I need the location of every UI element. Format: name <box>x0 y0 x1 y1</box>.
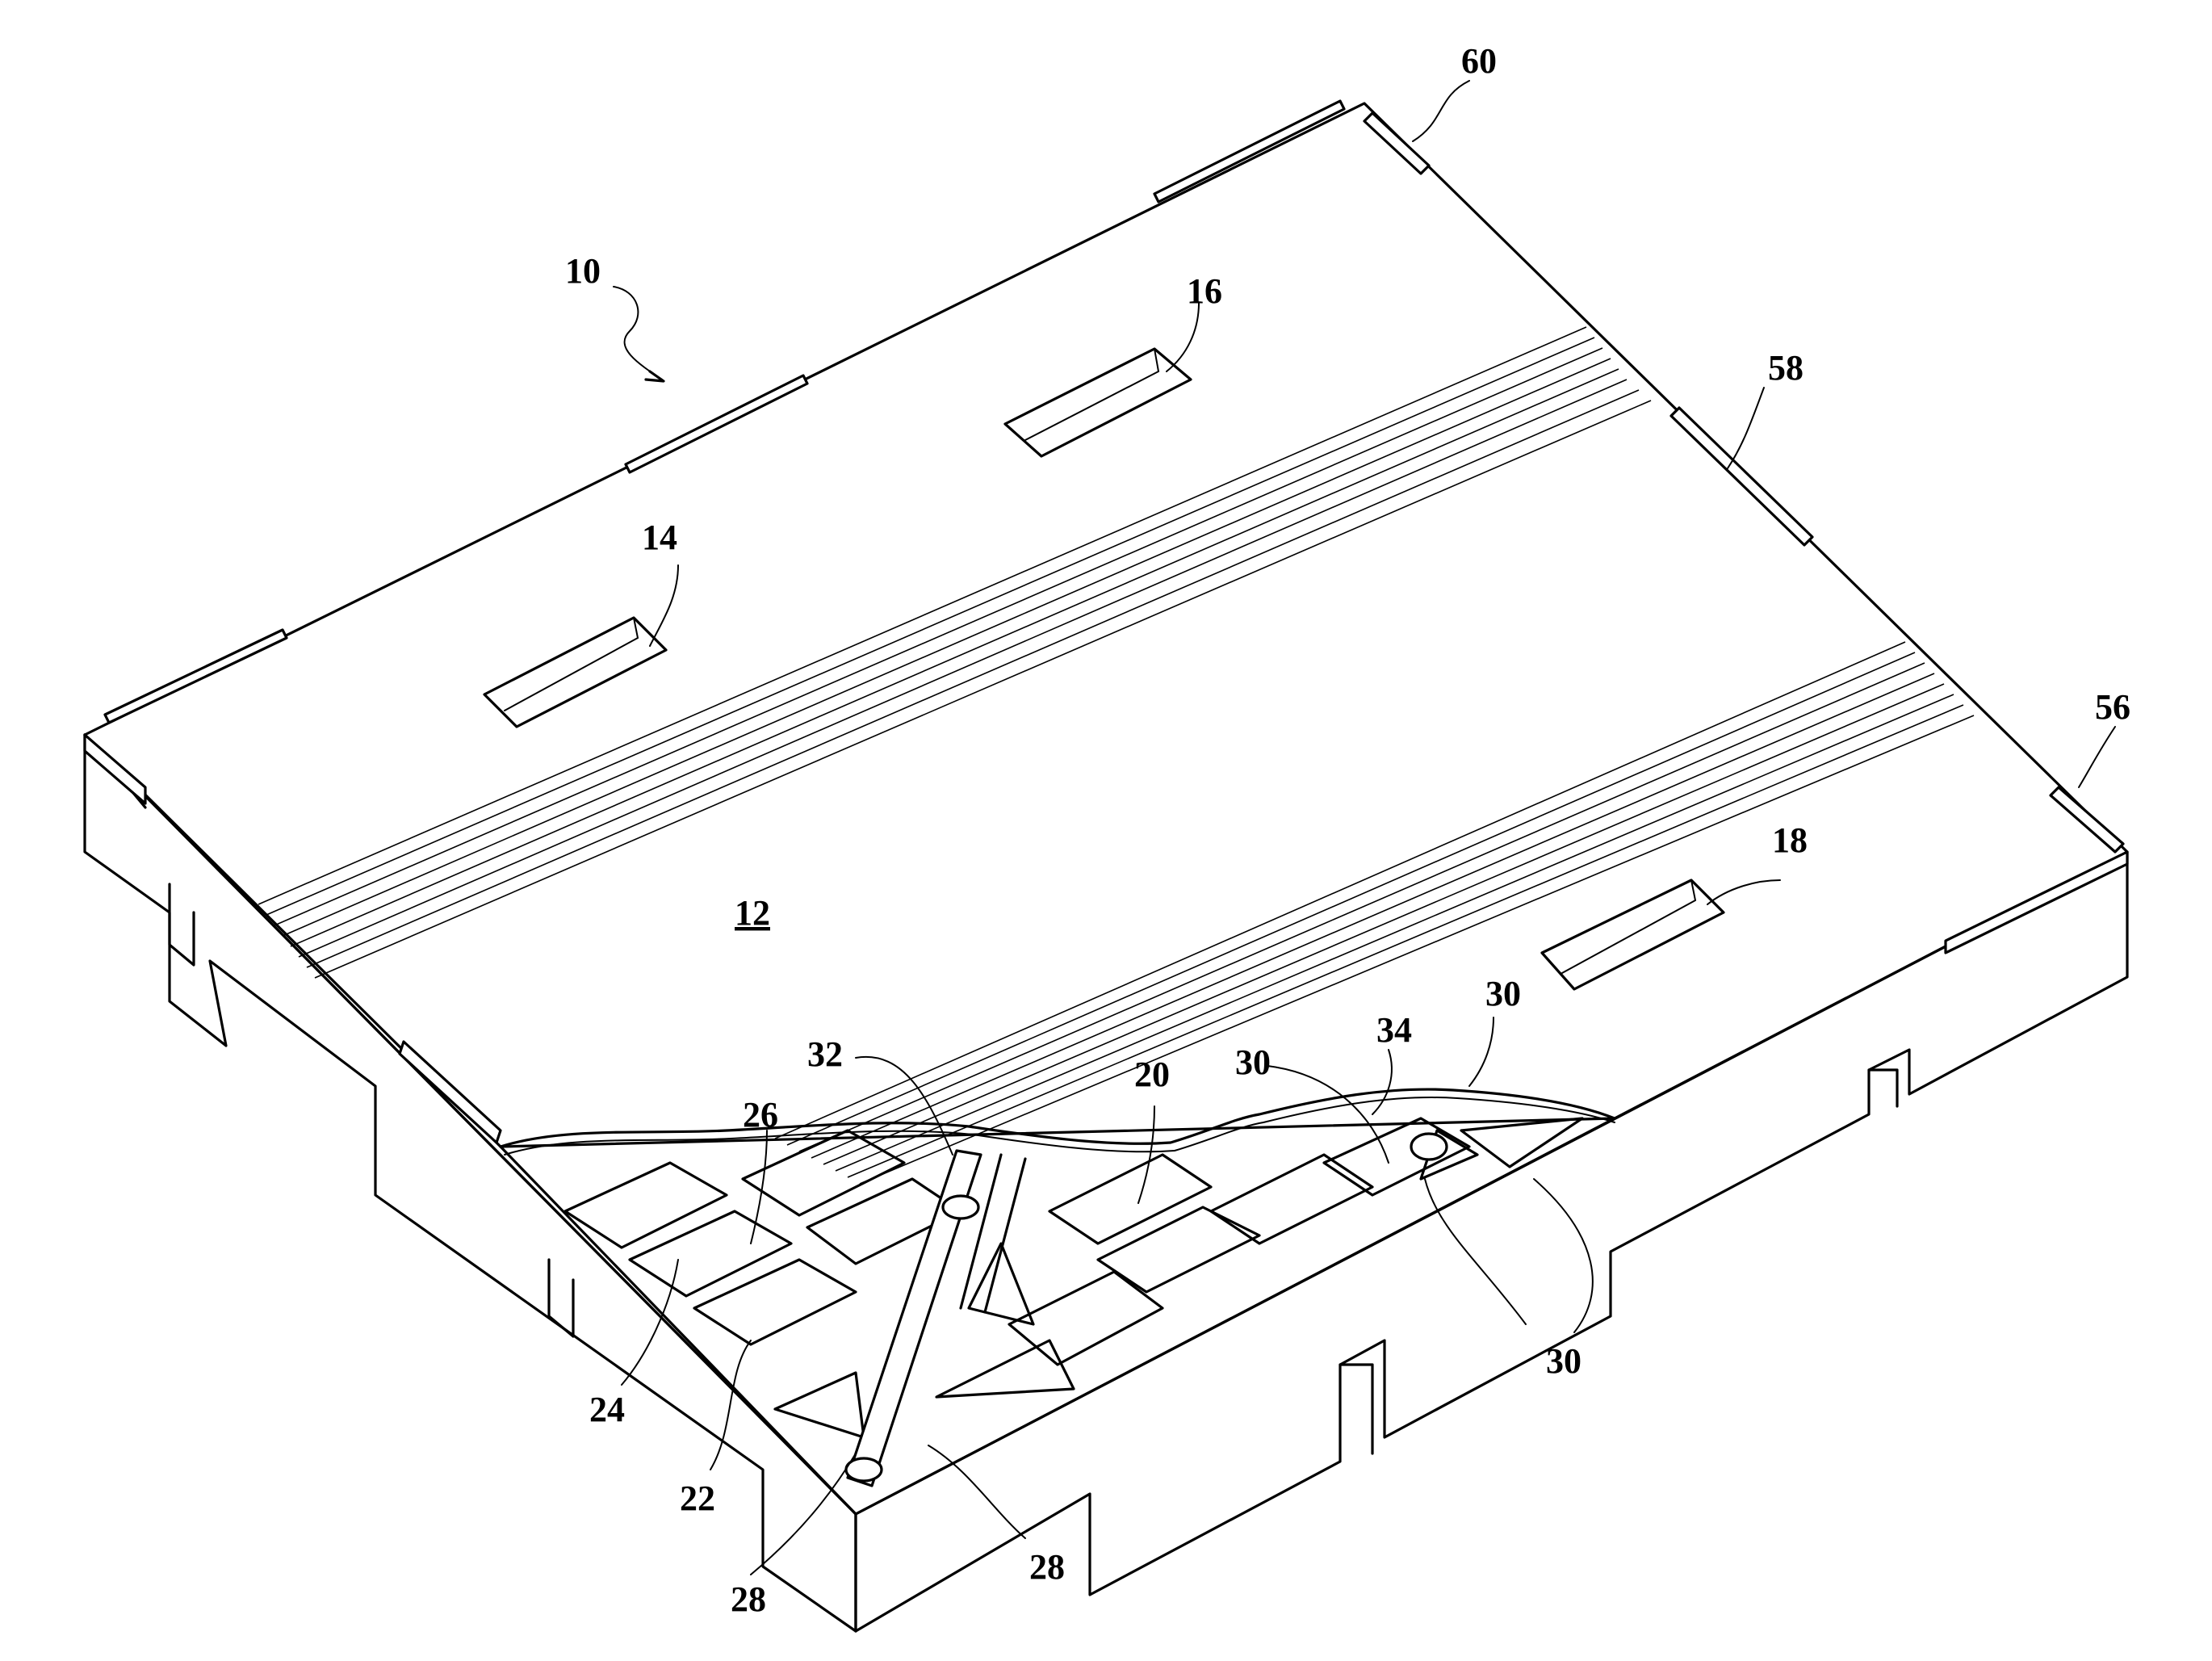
label-22: 22 <box>680 1479 715 1518</box>
label-10: 10 <box>565 251 601 291</box>
pallet-top-deck <box>85 103 2127 1147</box>
label-32: 32 <box>807 1034 843 1074</box>
label-56: 56 <box>2095 687 2130 727</box>
label-20: 20 <box>1134 1055 1170 1094</box>
label-16: 16 <box>1187 271 1222 311</box>
label-34: 34 <box>1376 1010 1412 1050</box>
label-30-top-right: 30 <box>1485 974 1521 1013</box>
label-30-top-left: 30 <box>1235 1042 1271 1082</box>
label-14: 14 <box>642 518 677 557</box>
label-12: 12 <box>735 893 770 933</box>
label-60: 60 <box>1461 41 1497 81</box>
label-58: 58 <box>1768 348 1804 388</box>
label-18: 18 <box>1772 820 1808 860</box>
label-30-bottom: 30 <box>1546 1341 1581 1381</box>
label-28-left: 28 <box>731 1579 766 1619</box>
label-28-right: 28 <box>1029 1547 1065 1587</box>
label-24: 24 <box>589 1390 625 1429</box>
label-26: 26 <box>743 1095 778 1135</box>
